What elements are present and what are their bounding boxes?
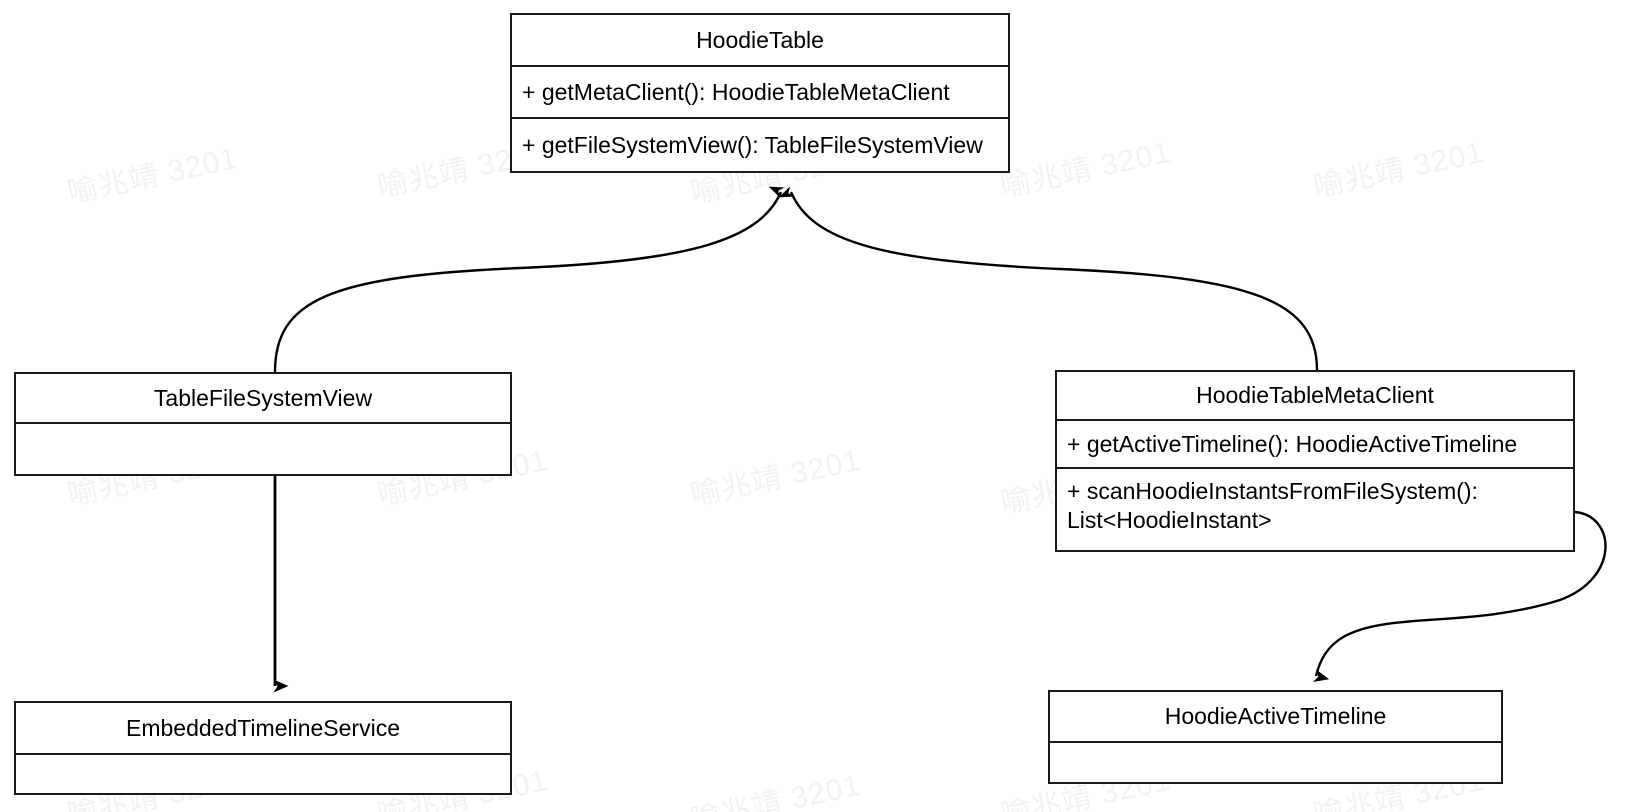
class-title-hoodie-active-timeline: HoodieActiveTimeline (1050, 692, 1501, 743)
class-title-table-file-system-view: TableFileSystemView (16, 374, 510, 424)
watermark-text: 喻兆靖 3201 (64, 141, 241, 211)
watermark-text: 喻兆靖 3201 (687, 443, 864, 513)
class-title-hoodie-table-meta-client: HoodieTableMetaClient (1057, 372, 1573, 421)
class-box-hoodie-table-meta-client[interactable]: HoodieTableMetaClient + getActiveTimelin… (1055, 370, 1575, 552)
class-box-hoodie-table[interactable]: HoodieTable + getMetaClient(): HoodieTab… (510, 13, 1010, 173)
edge-metaclient-to-hoodietable (778, 186, 1319, 371)
class-box-hoodie-active-timeline[interactable]: HoodieActiveTimeline (1048, 690, 1503, 784)
class-method-hoodie-table-0: + getMetaClient(): HoodieTableMetaClient (512, 67, 1008, 119)
class-method-embedded-timeline-service-0 (16, 755, 510, 793)
class-method-hoodie-active-timeline-0 (1050, 743, 1501, 782)
class-title-hoodie-table: HoodieTable (512, 15, 1008, 67)
class-method-table-file-system-view-0 (16, 424, 510, 474)
class-method-hoodie-table-meta-client-0: + getActiveTimeline(): HoodieActiveTimel… (1057, 421, 1573, 469)
edge-tfsv-to-hoodietable (273, 186, 785, 373)
watermark-text: 喻兆靖 3201 (687, 768, 864, 812)
class-title-embedded-timeline-service: EmbeddedTimelineService (16, 703, 510, 755)
class-box-table-file-system-view[interactable]: TableFileSystemView (14, 372, 512, 476)
class-box-embedded-timeline-service[interactable]: EmbeddedTimelineService (14, 701, 512, 795)
watermark-text: 喻兆靖 3201 (1310, 135, 1487, 205)
class-method-hoodie-table-1: + getFileSystemView(): TableFileSystemVi… (522, 131, 983, 158)
class-method-hoodie-table-meta-client-1: + scanHoodieInstantsFromFileSystem(): Li… (1067, 478, 1478, 533)
watermark-text: 喻兆靖 3201 (997, 135, 1174, 205)
